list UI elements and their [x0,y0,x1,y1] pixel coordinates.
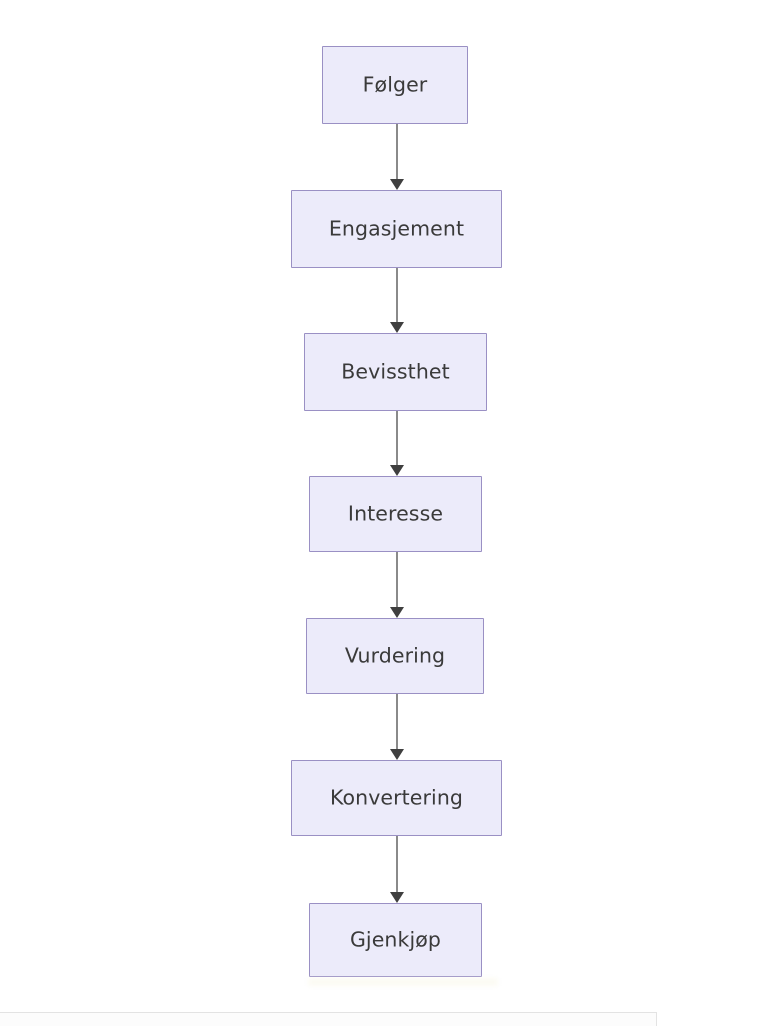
flow-node-folger[interactable]: Følger [322,46,468,124]
edge-folger-engasjement-arrowhead-icon [390,179,404,190]
flow-node-label: Interesse [347,501,444,526]
edge-engasjement-bevissthet-arrowhead-icon [390,322,404,333]
flow-node-vurdering[interactable]: Vurdering [306,618,484,694]
flow-node-bevissthet[interactable]: Bevissthet [304,333,487,411]
edge-vurdering-konvertering-arrowhead-icon [390,749,404,760]
flow-node-konvertering[interactable]: Konvertering [291,760,502,836]
flow-node-interesse[interactable]: Interesse [309,476,482,552]
flow-node-gjenkjop[interactable]: Gjenkjøp [309,903,482,977]
flow-node-label: Konvertering [329,785,464,810]
flow-node-label: Bevissthet [341,359,450,384]
edge-konvertering-gjenkjop-arrowhead-icon [390,892,404,903]
edge-interesse-vurdering-arrowhead-icon [390,607,404,618]
flow-node-engasjement[interactable]: Engasjement [291,190,502,268]
flow-node-label: Gjenkjøp [349,927,442,952]
bottom-panel-edge [0,1012,657,1026]
flow-node-label: Engasjement [328,216,465,241]
flow-node-label: Vurdering [344,643,446,668]
background-smudge [308,978,498,986]
edge-bevissthet-interesse-arrowhead-icon [390,465,404,476]
flow-node-label: Følger [362,72,428,97]
